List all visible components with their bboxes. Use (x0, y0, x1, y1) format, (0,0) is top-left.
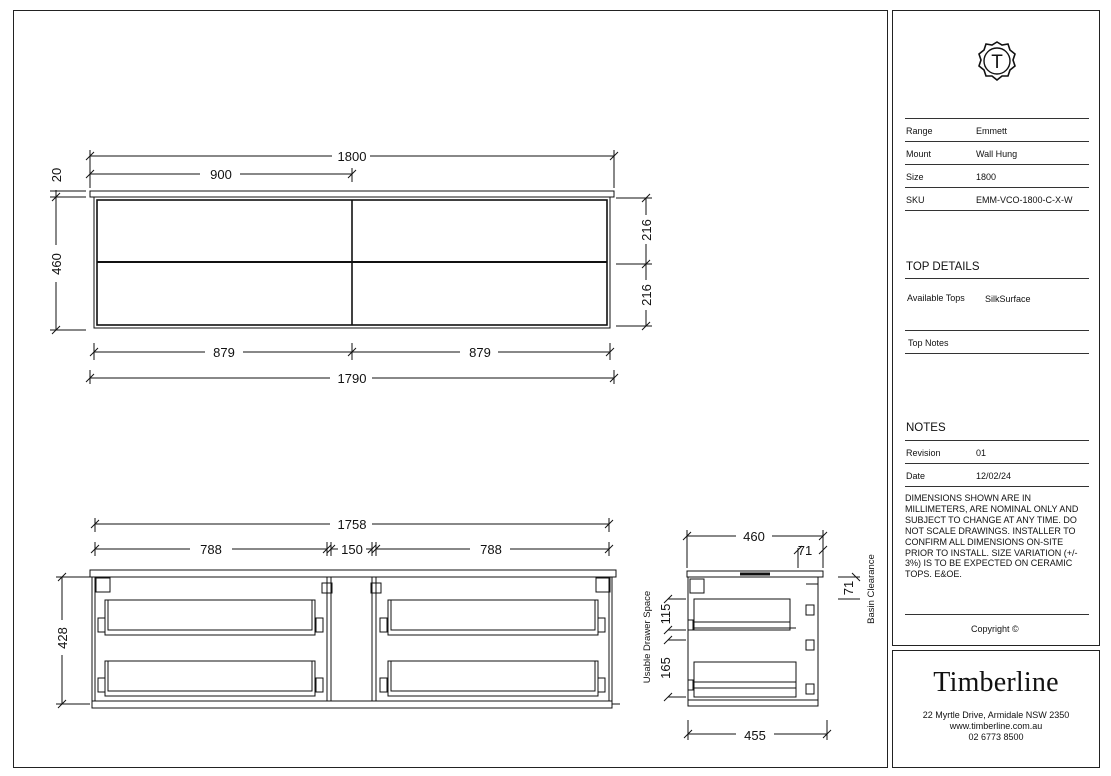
brand-address: 22 Myrtle Drive, Armidale NSW 2350 (922, 710, 1070, 720)
spec-key: SKU (906, 195, 925, 205)
svg-text:T: T (991, 52, 1003, 73)
divider (905, 330, 1089, 331)
available-tops-label: Available Tops (907, 293, 965, 303)
brand-website[interactable]: www.timberline.com.au (949, 721, 1043, 731)
dim-overall-width: 1800 (338, 149, 367, 164)
dim-centre: 150 (341, 542, 363, 557)
brand-logo-icon: T (978, 41, 1016, 81)
disclaimer-text: DIMENSIONS SHOWN ARE IN MILLIMETERS, ARE… (905, 493, 1079, 580)
spec-key: Range (906, 126, 933, 136)
copyright-text: Copyright © (971, 624, 1019, 634)
dim-right-bay: 788 (480, 542, 502, 557)
revision-row: Revision 01 (905, 441, 1089, 464)
info-panel: T Range Emmett Mount Wall Hung Size 1800… (892, 10, 1100, 646)
divider (905, 118, 1089, 119)
spec-row-size: Size 1800 (905, 165, 1089, 188)
dim-drawer-space-lower: 165 (658, 657, 673, 679)
revision-label: Revision (906, 448, 941, 458)
dim-body-width: 1790 (338, 371, 367, 386)
divider (905, 353, 1089, 354)
dim-setback-side: 71 (841, 581, 856, 595)
dim-setback-top: 71 (798, 543, 812, 558)
section-elevation (56, 518, 620, 709)
spec-row-sku: SKU EMM-VCO-1800-C-X-W (905, 188, 1089, 211)
dim-drawer-lower: 216 (639, 284, 654, 306)
side-elevation (663, 530, 861, 740)
dim-internal-width: 1758 (338, 517, 367, 532)
usable-drawer-space-label: Usable Drawer Space (642, 591, 653, 683)
dim-half-width: 900 (210, 167, 232, 182)
spec-value: EMM-VCO-1800-C-X-W (976, 195, 1073, 205)
brand-phone: 02 6773 8500 (968, 732, 1024, 742)
available-tops-value: SilkSurface (985, 294, 1031, 304)
spec-key: Size (906, 172, 924, 182)
notes-heading: NOTES (906, 422, 946, 434)
brand-name: Timberline (933, 667, 1059, 698)
dim-side-depth: 460 (743, 529, 765, 544)
dim-drawer-space-upper: 115 (658, 604, 673, 625)
dim-section-height: 428 (55, 627, 70, 649)
date-label: Date (906, 471, 926, 481)
top-notes-label: Top Notes (908, 338, 949, 348)
basin-clearance-label: Basin Clearance (866, 554, 877, 624)
dim-drawer-right: 879 (469, 345, 491, 360)
revision-value: 01 (976, 448, 987, 458)
date-value: 12/02/24 (976, 471, 1012, 481)
spec-row-mount: Mount Wall Hung (905, 142, 1089, 165)
spec-value: Emmett (976, 126, 1008, 136)
spec-value: Wall Hung (976, 149, 1018, 159)
spec-value: 1800 (976, 172, 997, 182)
dim-left-bay: 788 (200, 542, 222, 557)
spec-key: Mount (906, 149, 932, 159)
divider (905, 614, 1089, 615)
drawing-frame (13, 10, 888, 768)
spec-row-range: Range Emmett (905, 119, 1089, 142)
dim-height: 460 (49, 253, 64, 275)
divider (905, 440, 1089, 441)
top-details-heading: TOP DETAILS (906, 261, 980, 273)
dim-body-depth: 455 (744, 728, 766, 743)
dim-drawer-upper: 216 (639, 219, 654, 241)
brand-panel: Timberline 22 Myrtle Drive, Armidale NSW… (892, 650, 1100, 768)
dim-drawer-left: 879 (213, 345, 235, 360)
dim-top-thickness: 20 (49, 168, 64, 182)
date-row: Date 12/02/24 (905, 464, 1089, 487)
divider (905, 278, 1089, 279)
front-elevation (50, 150, 652, 384)
